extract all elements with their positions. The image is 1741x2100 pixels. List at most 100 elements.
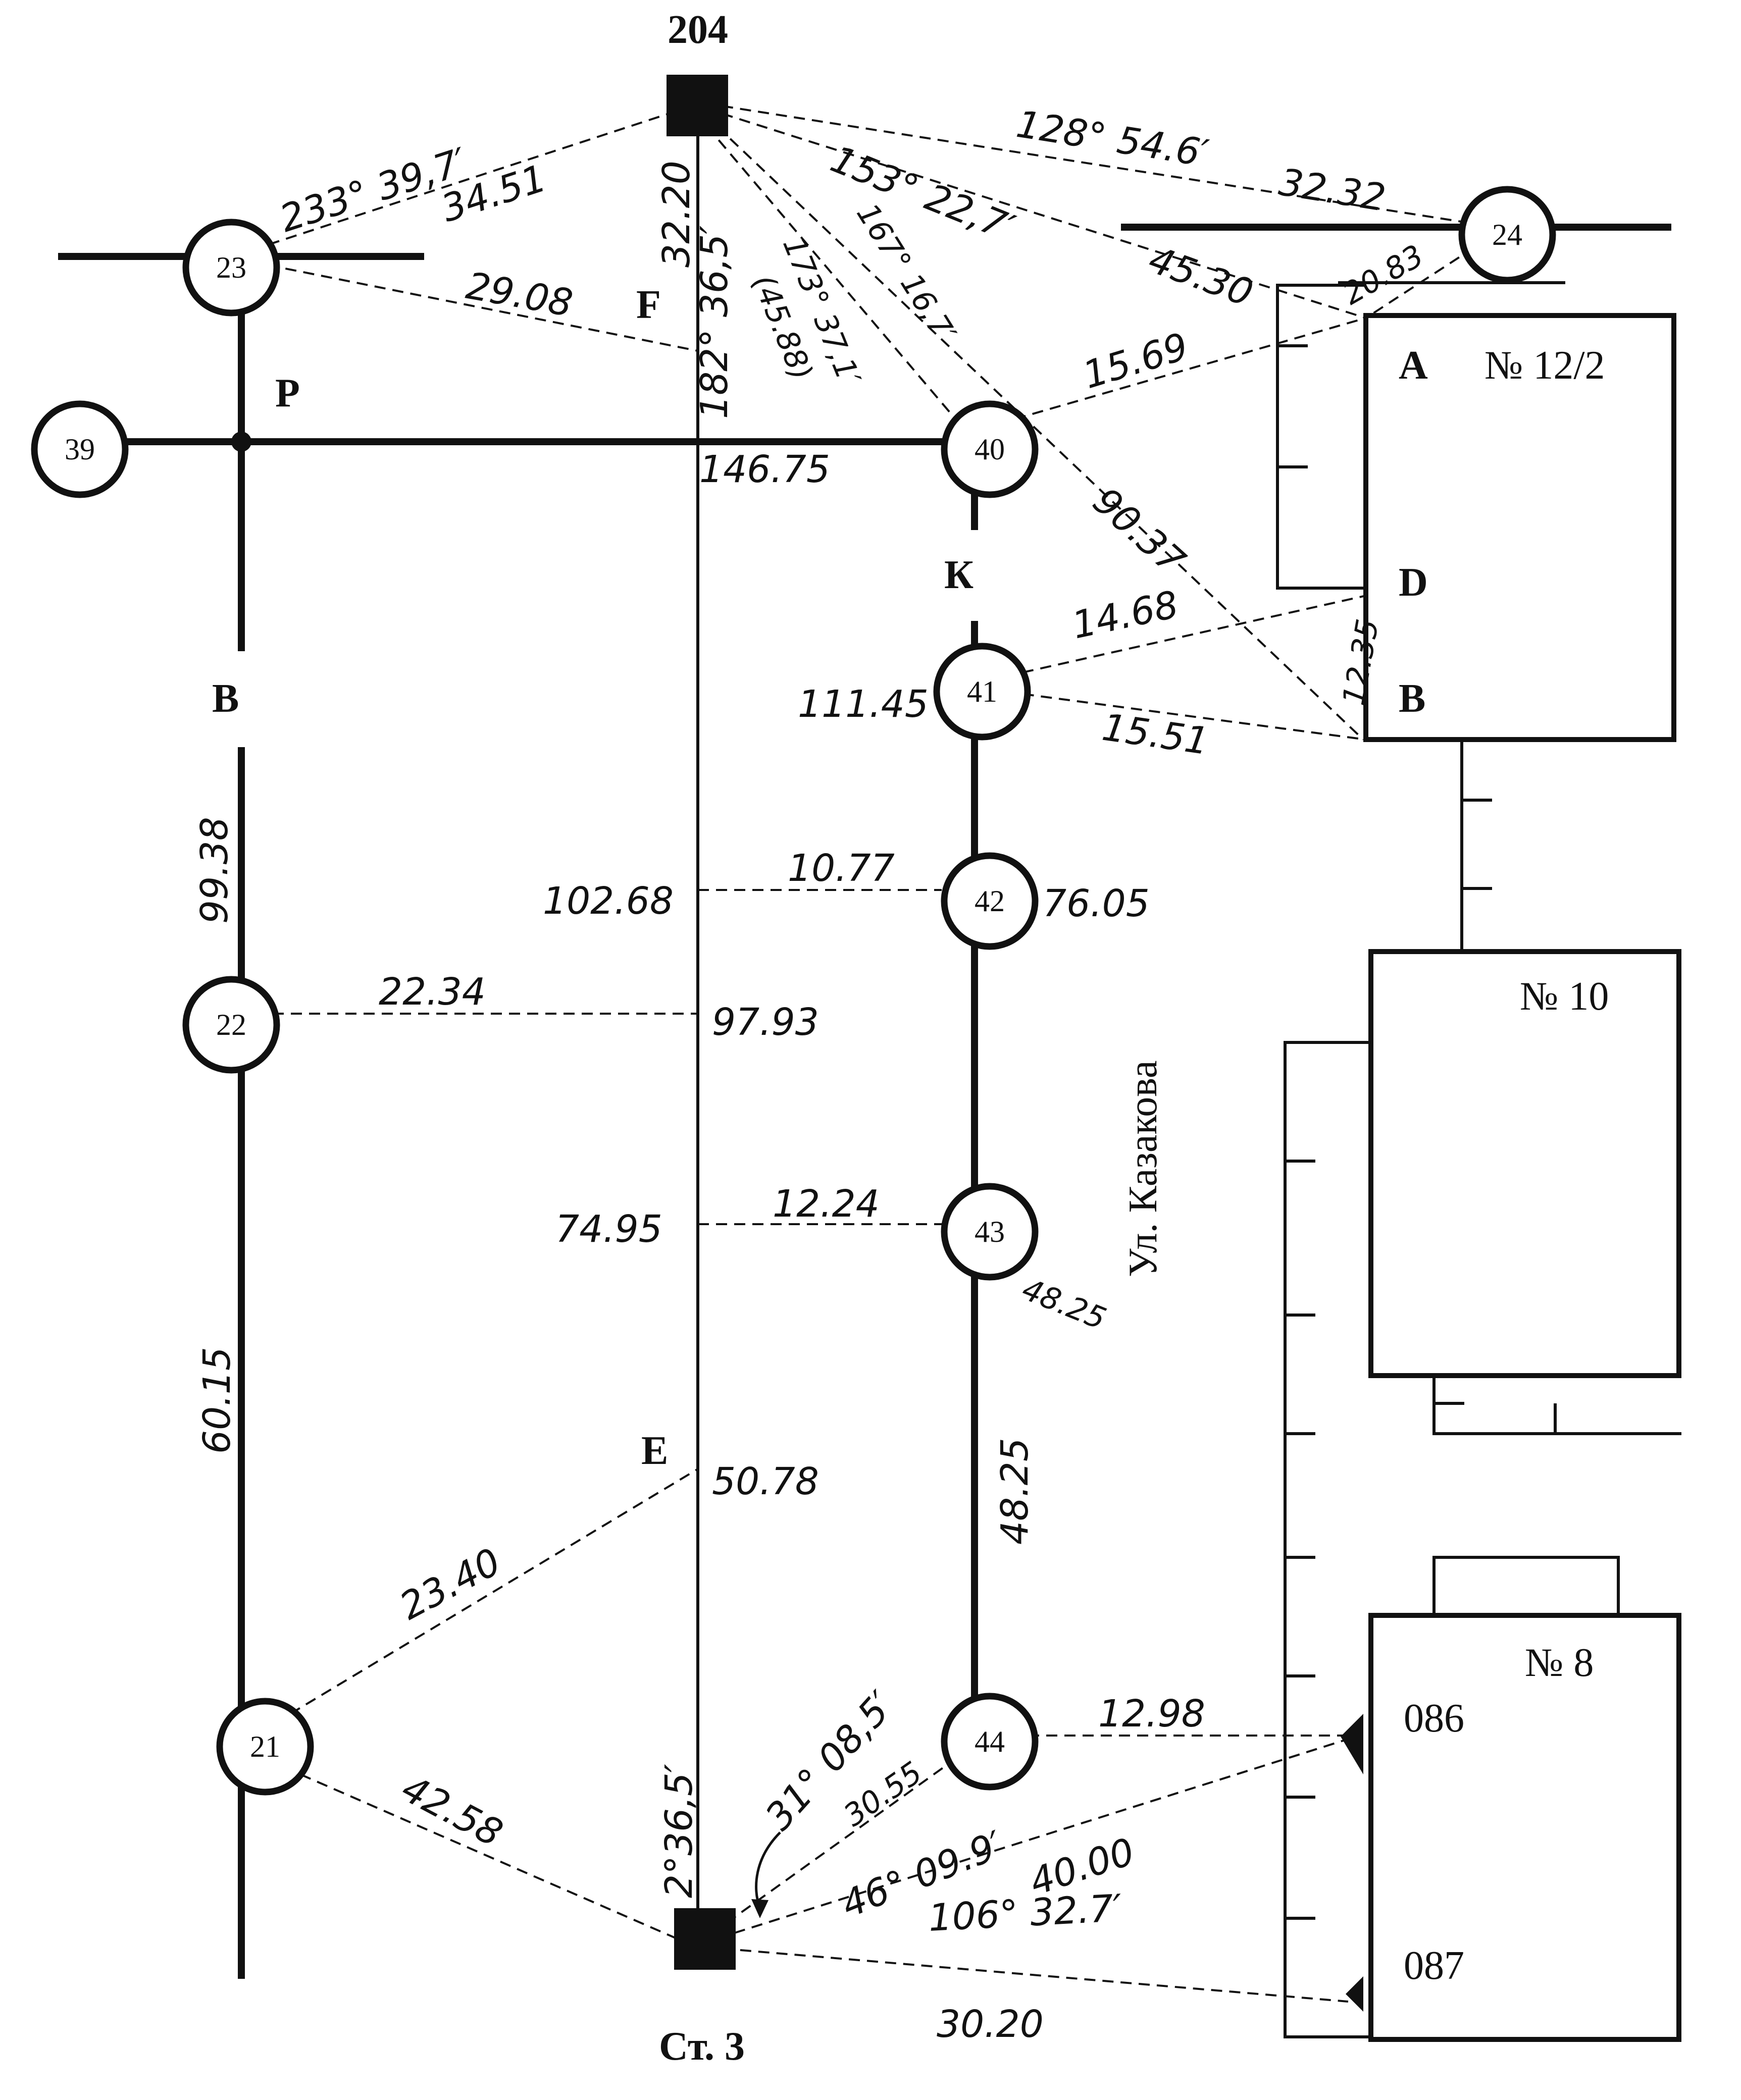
dist-90-37: 90.37: [1085, 479, 1193, 583]
station-204-label: 204: [668, 8, 728, 52]
label-building-12-2: № 12/2: [1484, 343, 1605, 388]
well-39: 39: [31, 400, 129, 498]
svg-text:24: 24: [1492, 218, 1522, 251]
station-204-mark: [667, 75, 728, 136]
dist-48-25-a: 48.25: [1017, 1272, 1110, 1337]
measurement-lines: [267, 105, 1475, 2003]
angle-182: 182° 36,5′: [693, 225, 736, 419]
dist-146-75: 146.75: [699, 448, 830, 491]
dash-204-b: [716, 125, 1364, 741]
dist-14-68: 14.68: [1068, 583, 1182, 647]
well-21: 21: [216, 1698, 314, 1796]
street-name: Ул. Казакова: [1121, 1061, 1165, 1278]
marker-086: [1341, 1714, 1363, 1774]
dist-10-77: 10.77: [788, 847, 895, 890]
dist-102-68: 102.68: [543, 879, 674, 923]
fence-left: [1284, 1041, 1371, 2038]
letter-k: К: [944, 553, 974, 597]
measurement-labels: 233° 39,7′ 34.51 29.08 32.20 182° 36,5′ …: [193, 102, 1429, 2046]
dash-204-24: [722, 105, 1465, 223]
stations: 204 Ст. 3: [659, 8, 745, 2069]
building-10: [1368, 949, 1681, 1378]
dist-30-20: 30.20: [937, 2003, 1044, 2046]
svg-text:23: 23: [216, 251, 246, 284]
dash-41-b: [1004, 691, 1366, 741]
dash-21-e: [289, 1468, 699, 1715]
dash-st3-087: [722, 1948, 1349, 2003]
station-st3-mark: [674, 1908, 736, 1970]
dist-15-69: 15.69: [1078, 325, 1193, 397]
dist-99-38: 99.38: [193, 817, 236, 924]
building-8: [1368, 1613, 1681, 2042]
svg-text:21: 21: [250, 1730, 280, 1763]
dist-29-08: 29.08: [463, 264, 576, 325]
dist-97-93: 97.93: [712, 1001, 819, 1044]
letter-a: A: [1399, 343, 1428, 388]
dist-12-35: 12.35: [1336, 616, 1386, 708]
well-24: 24: [1458, 186, 1556, 284]
well-22: 22: [182, 976, 280, 1074]
dist-22-34: 22.34: [379, 970, 486, 1014]
junction-p: [231, 432, 251, 452]
svg-text:41: 41: [967, 675, 997, 708]
marker-087: [1346, 1976, 1363, 2012]
dist-74-95: 74.95: [555, 1208, 662, 1251]
wells: 23 39 40 41 42 43 44 22 21 24: [31, 186, 1556, 1796]
dist-15-51: 15.51: [1099, 706, 1211, 764]
label-point-087: 087: [1404, 1944, 1464, 1988]
building-10-porch: [1432, 1376, 1681, 1435]
dist-48-25-b: 48.25: [993, 1438, 1037, 1545]
svg-text:42: 42: [975, 884, 1005, 918]
dist-20-83: 20.83: [1337, 238, 1430, 312]
label-building-10: № 10: [1520, 974, 1609, 1019]
dash-23-f: [267, 264, 698, 352]
well-42: 42: [941, 852, 1039, 950]
dist-45-30: 45.30: [1143, 238, 1258, 315]
well-43: 43: [941, 1183, 1039, 1281]
well-23: 23: [182, 219, 280, 317]
svg-text:22: 22: [216, 1008, 246, 1041]
svg-text:43: 43: [975, 1215, 1005, 1248]
dash-40-a: [1014, 317, 1366, 420]
dist-111-45: 111.45: [798, 682, 929, 726]
svg-text:39: 39: [65, 433, 95, 466]
dist-32-20: 32.20: [655, 161, 698, 268]
well-40: 40: [941, 400, 1039, 498]
dash-24-a: [1365, 246, 1475, 319]
dist-12-98: 12.98: [1098, 1692, 1205, 1736]
label-point-086: 086: [1404, 1696, 1464, 1741]
letter-b-right: B: [1399, 676, 1425, 721]
label-building-8: № 8: [1525, 1641, 1594, 1685]
station-st3-label: Ст. 3: [659, 2024, 745, 2069]
dist-50-78: 50.78: [712, 1460, 819, 1503]
building-12-2-annex: [1276, 284, 1366, 590]
dist-60-15: 60.15: [195, 1347, 239, 1454]
building-labels: № 12/2 № 10 № 8 086 087 Ул. Казакова: [1121, 343, 1609, 1988]
dist-76-05: 76.05: [1043, 882, 1150, 925]
point-letters: F P B К A D B E: [212, 283, 1428, 1473]
dist-42-58: 42.58: [395, 1767, 509, 1855]
dash-204-a: [722, 113, 1366, 319]
angle-2: 2°36,5′: [657, 1764, 701, 1898]
dash-21-st3: [300, 1773, 677, 1939]
angle-106: 106° 32.7′: [927, 1886, 1123, 1940]
buildings: [1276, 284, 1681, 2042]
letter-b-left: B: [212, 676, 239, 721]
building-8-annex: [1432, 1556, 1620, 1617]
angle-153: 153° 22,7′: [825, 137, 1020, 250]
dash-204-40: [706, 125, 963, 428]
letter-f: F: [636, 283, 661, 327]
dash-st3-44: [711, 1753, 963, 1934]
building-12-2: [1363, 313, 1676, 742]
dist-32-32: 32.32: [1276, 161, 1389, 220]
dist-23-40: 23.40: [393, 1540, 507, 1628]
dist-12-24: 12.24: [773, 1182, 880, 1226]
svg-text:40: 40: [975, 433, 1005, 466]
angle-128: 128° 54.6′: [1013, 102, 1211, 176]
dash-41-d: [1004, 595, 1366, 677]
well-44: 44: [941, 1693, 1039, 1791]
letter-d: D: [1399, 560, 1428, 605]
letter-p: P: [275, 371, 300, 415]
svg-text:44: 44: [975, 1725, 1005, 1758]
